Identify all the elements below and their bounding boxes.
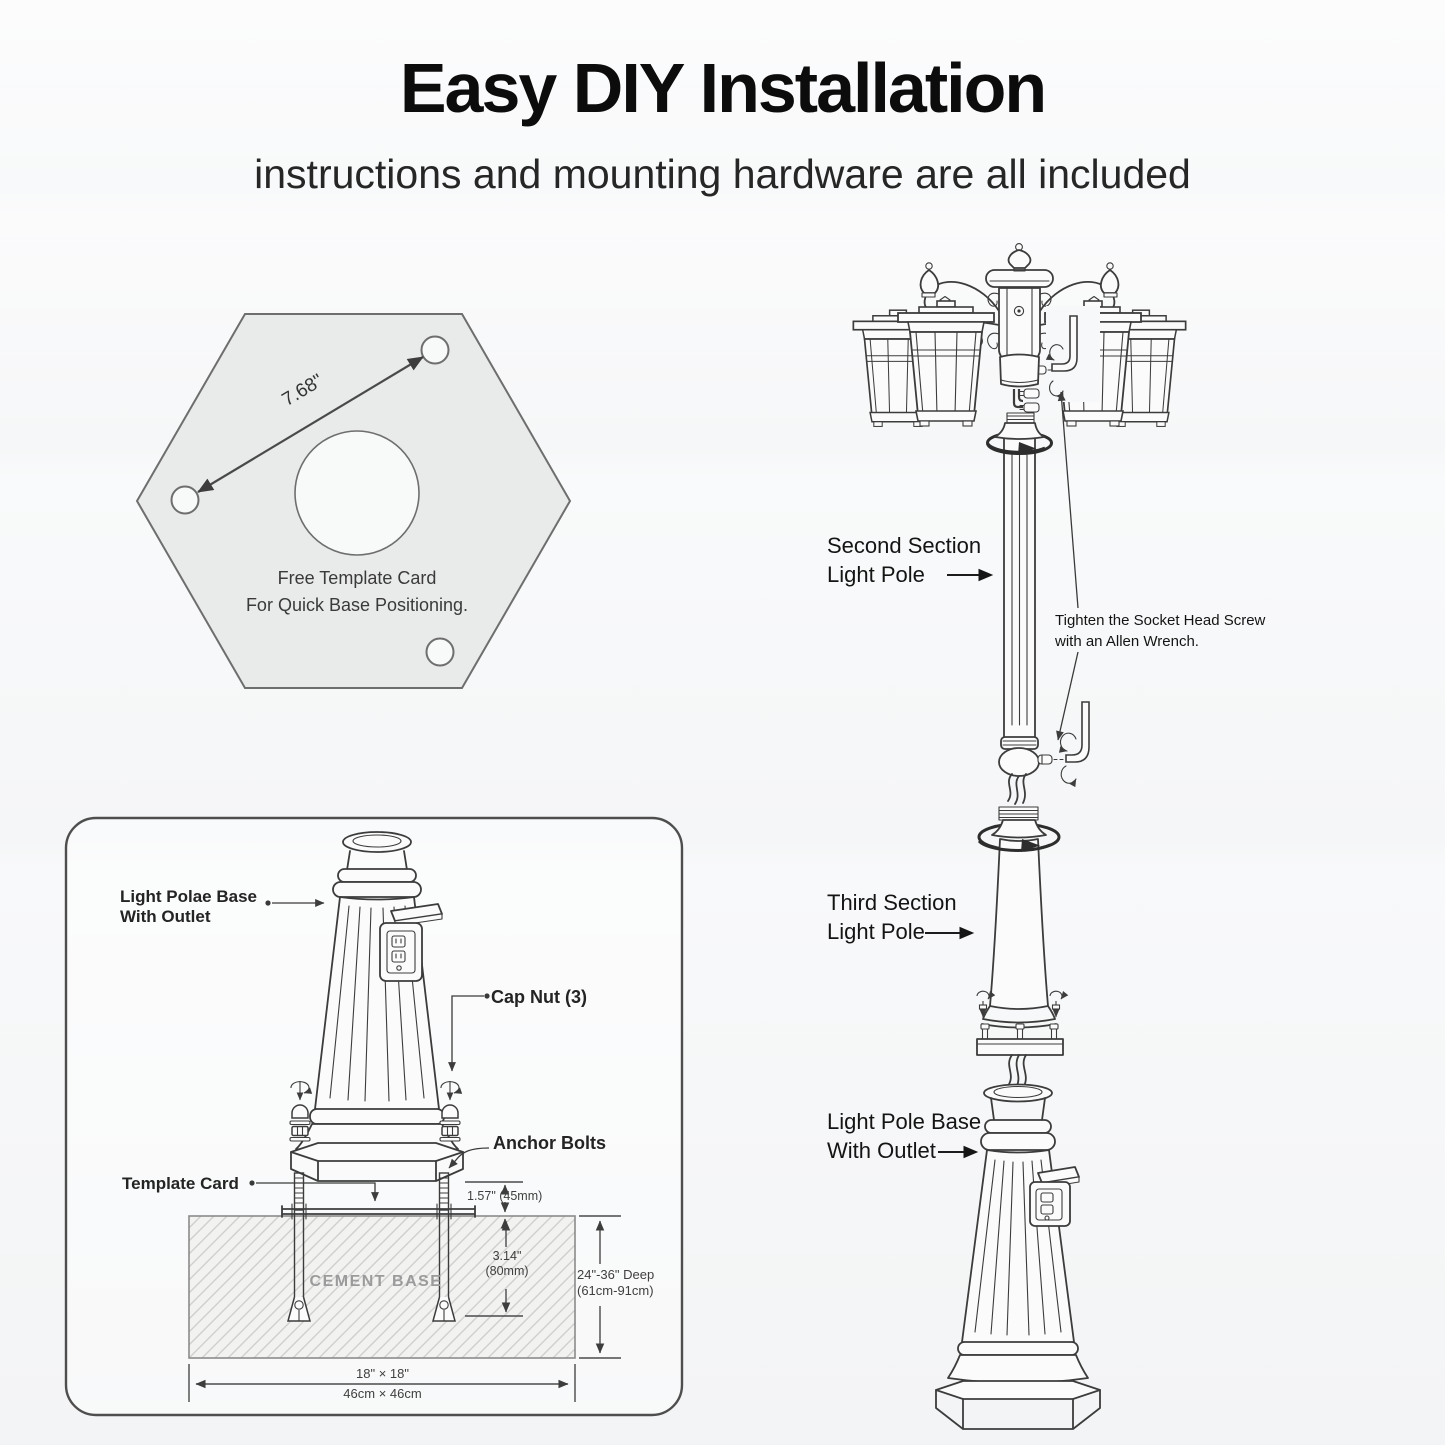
label-cement-base: CEMENT BASE (309, 1273, 443, 1290)
page-title: Easy DIY Installation (399, 49, 1047, 127)
label-tighten-note-line2: with an Allen Wrench. (1055, 633, 1199, 650)
label-pole-base: Light Pole Base With Outlet (827, 1107, 981, 1165)
pole-assembly-drawing (852, 243, 1187, 1430)
label-pole-base-line2: With Outlet (120, 907, 211, 926)
dim-cement-depth-value: 24"-36" Deep (577, 1267, 655, 1282)
allen-wrench-icon (1065, 701, 1090, 763)
pole-base (935, 1083, 1101, 1430)
label-pole-base-line1: Light Pole Base (827, 1109, 982, 1134)
label-template-card: Template Card (122, 1174, 239, 1193)
dim-cement-depth-metric: (61cm-91cm) (577, 1283, 654, 1298)
cement-base-block (188, 1215, 576, 1359)
third-section-pole (976, 806, 1064, 1089)
hole-distance-arrow (197, 356, 424, 493)
label-pole-base-with-outlet: Light Polae Base With Outlet (120, 887, 257, 927)
dim-embed-depth: 3.14" (80mm) (467, 1249, 547, 1279)
label-pointers (249, 899, 490, 1202)
label-cap-nut: Cap Nut (3) (491, 987, 587, 1007)
allen-wrench-icon (1051, 315, 1078, 372)
assembly-pointers (925, 391, 1079, 1159)
outlet-icon (379, 903, 443, 982)
label-tighten-note: Tighten the Socket Head Screw with an Al… (1055, 610, 1265, 652)
label-anchor-bolts: Anchor Bolts (493, 1133, 607, 1153)
dim-cement-depth: 24"-36" Deep (61cm-91cm) (577, 1267, 667, 1299)
label-tighten-note-line1: Tighten the Socket Head Screw (1055, 612, 1266, 629)
dim-bolt-exposed: 1.57" (45mm) (467, 1189, 543, 1203)
bolt-hole-icon (420, 335, 450, 365)
label-third-section-line2: Light Pole (827, 919, 925, 944)
lamp-head (985, 243, 1054, 362)
page-subtitle: instructions and mounting hardware are a… (254, 151, 1191, 197)
template-card-caption-line2: For Quick Base Positioning. (245, 595, 469, 615)
dim-footprint-imperial: 18" × 18" (356, 1366, 409, 1381)
dimension-lines (188, 1181, 621, 1402)
label-second-section: Second Section Light Pole (827, 531, 981, 589)
dim-embed-metric: (80mm) (485, 1264, 529, 1278)
center-hole-icon (294, 430, 420, 556)
template-card-edge (281, 1203, 476, 1220)
label-third-section: Third Section Light Pole (827, 888, 957, 946)
base-installation-panel (64, 816, 684, 1417)
label-pole-base-line2: With Outlet (827, 1138, 936, 1163)
bolt-hole-icon (425, 637, 455, 667)
label-third-section-line1: Third Section (827, 890, 957, 915)
pole-base-drawing (290, 831, 464, 1182)
label-pole-base-line1: Light Polae Base (120, 887, 257, 906)
outlet-icon (1029, 1166, 1080, 1227)
template-card-caption-line1: Free Template Card (277, 568, 437, 588)
label-second-section-line1: Second Section (827, 533, 982, 558)
template-card-diagram (135, 313, 572, 689)
template-card-caption: Free Template Card For Quick Base Positi… (157, 565, 557, 619)
lamp-socket (999, 353, 1040, 413)
label-second-section-line2: Light Pole (827, 562, 925, 587)
dim-footprint-metric: 46cm × 46cm (343, 1386, 422, 1401)
second-section-pole (986, 412, 1053, 739)
pole-joint (998, 701, 1090, 805)
dim-embed-value: 3.14" (492, 1249, 522, 1263)
bolt-hole-icon (170, 485, 200, 515)
